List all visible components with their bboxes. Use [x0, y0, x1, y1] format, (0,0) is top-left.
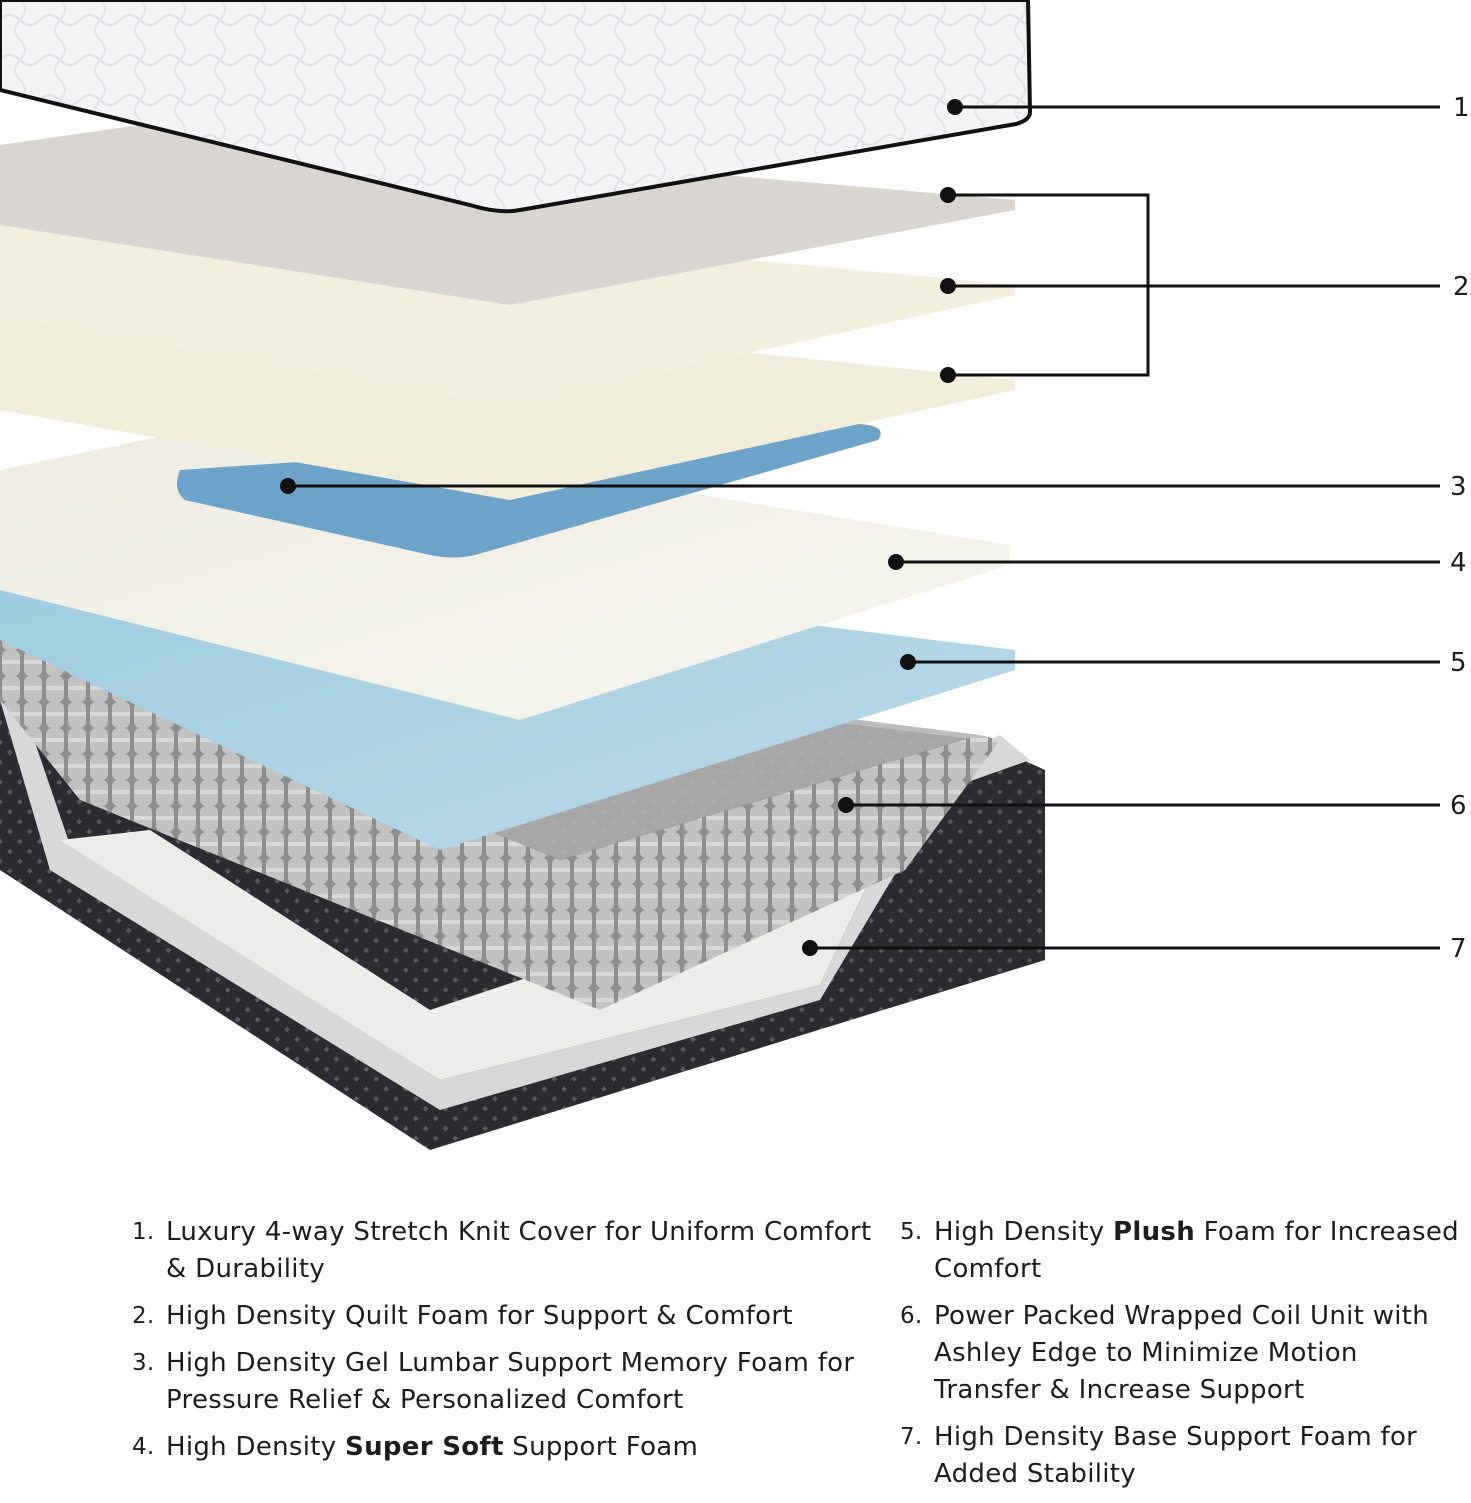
legend-item-1: 1. Luxury 4-way Stretch Knit Cover for U… — [132, 1214, 872, 1288]
legend-number: 5. — [900, 1219, 923, 1245]
callout-dot-2a — [940, 187, 956, 203]
legend-text: High Density Base Support Foam for Added… — [934, 1422, 1418, 1489]
legend-text: High Density — [166, 1432, 346, 1462]
legend-item-7: 7. High Density Base Support Foam for Ad… — [900, 1419, 1468, 1493]
legend-text-bold: Super Soft — [345, 1432, 504, 1462]
callout-dot-2c — [940, 367, 956, 383]
callout-lines — [288, 105, 1440, 950]
legend-number: 4. — [132, 1434, 155, 1460]
legend-text: Luxury 4-way Stretch Knit Cover for Unif… — [166, 1217, 872, 1284]
callout-number-1: 1 — [1453, 93, 1470, 123]
layer-legend: 1. Luxury 4-way Stretch Knit Cover for U… — [0, 1214, 1471, 1500]
legend-column-left: 1. Luxury 4-way Stretch Knit Cover for U… — [132, 1214, 872, 1476]
legend-text-tail: Foam for Increased Comfort — [934, 1217, 1459, 1284]
legend-text: Power Packed Wrapped Coil Unit with Ashl… — [934, 1301, 1430, 1405]
coil-unit — [0, 630, 1000, 1010]
legend-item-4: 4. High Density Super Soft Support Foam — [132, 1429, 872, 1466]
legend-number: 1. — [132, 1219, 155, 1245]
legend-text: High Density — [934, 1217, 1114, 1247]
legend-number: 7. — [900, 1424, 923, 1450]
mattress-edge-foam — [0, 640, 1030, 1110]
knit-cover-layer — [0, 0, 1033, 214]
legend-item-2: 2. High Density Quilt Foam for Support &… — [132, 1298, 872, 1335]
legend-number: 6. — [900, 1303, 923, 1329]
callout-number-5: 5 — [1450, 648, 1467, 678]
callout-dots — [280, 99, 963, 956]
callout-number-6: 6 — [1450, 791, 1467, 821]
base-support-foam — [60, 770, 915, 1080]
legend-text: High Density Quilt Foam for Support & Co… — [166, 1301, 793, 1331]
callout-dot-2b — [940, 278, 956, 294]
callout-number-2: 2 — [1453, 272, 1470, 302]
callout-dot-4 — [888, 554, 904, 570]
legend-item-6: 6. Power Packed Wrapped Coil Unit with A… — [900, 1298, 1468, 1409]
legend-number: 3. — [132, 1350, 155, 1376]
legend-item-5: 5. High Density Plush Foam for Increased… — [900, 1214, 1468, 1288]
legend-text-bold: Plush — [1113, 1217, 1196, 1247]
legend-column-right: 5. High Density Plush Foam for Increased… — [900, 1214, 1468, 1503]
legend-text-tail: Support Foam — [503, 1432, 699, 1462]
mattress-layer-diagram: 1 2 3 4 5 6 7 — [0, 0, 1470, 1150]
legend-text: High Density Gel Lumbar Support Memory F… — [166, 1348, 855, 1415]
legend-item-3: 3. High Density Gel Lumbar Support Memor… — [132, 1345, 872, 1419]
callout-dot-5 — [900, 654, 916, 670]
callout-number-4: 4 — [1450, 548, 1467, 578]
callout-dot-3 — [280, 478, 296, 494]
callout-dot-6 — [838, 797, 854, 813]
legend-number: 2. — [132, 1303, 155, 1329]
callout-number-7: 7 — [1450, 934, 1467, 964]
callout-dot-7 — [802, 940, 818, 956]
callout-dot-1 — [947, 99, 963, 115]
quilt-foam-layer-1 — [0, 125, 1015, 305]
callout-number-3: 3 — [1450, 472, 1467, 502]
